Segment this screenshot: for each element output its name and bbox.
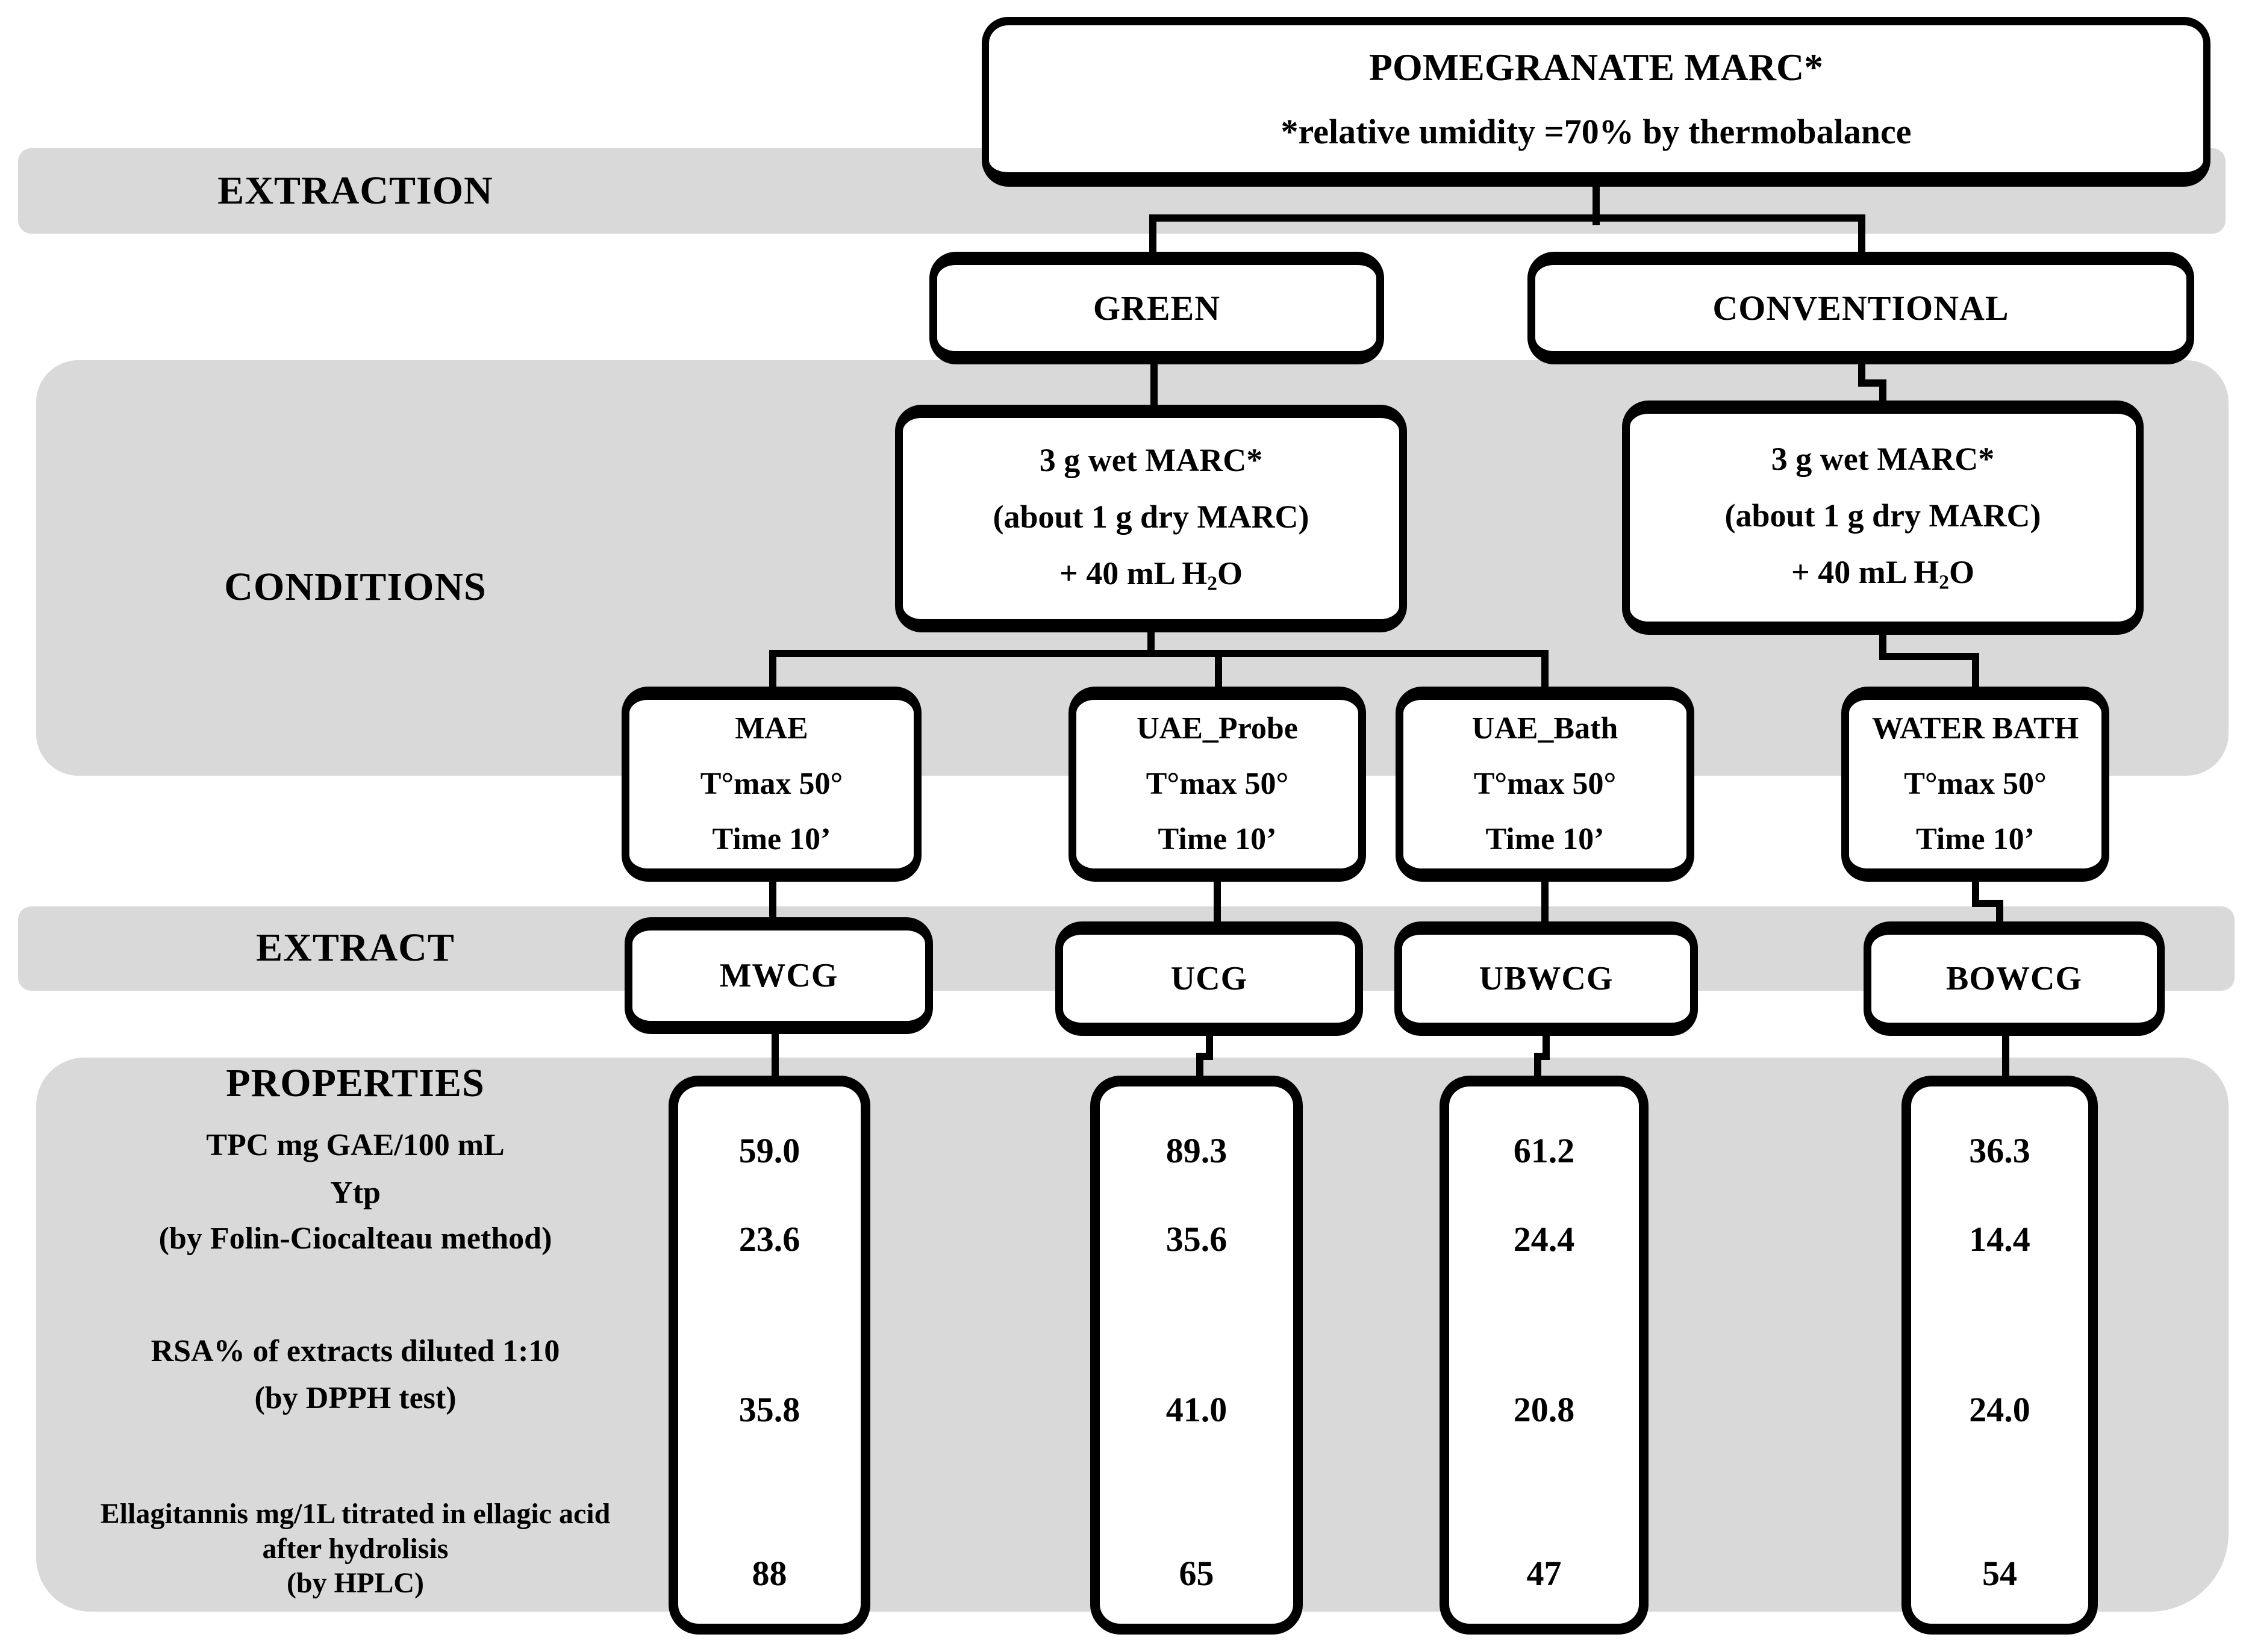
extract-mwcg-label: MWCG bbox=[719, 957, 838, 994]
condition-green-line1: 3 g wet MARC* bbox=[1039, 441, 1263, 478]
values-box-mwcg: 59.0 23.6 35.8 88 bbox=[669, 1076, 870, 1635]
method-uae-probe-time: Time 10’ bbox=[1158, 822, 1277, 856]
root-box-subtitle: *relative umidity =70% by thermobalance bbox=[1281, 112, 1912, 151]
method-water-bath-time: Time 10’ bbox=[1916, 822, 2035, 856]
method-uae-probe-name: UAE_Probe bbox=[1137, 711, 1298, 746]
property-label-tpc: TPC mg GAE/100 mL bbox=[206, 1128, 505, 1162]
value-ubwcg-rsa: 20.8 bbox=[1513, 1390, 1575, 1429]
values-box-ucg: 89.3 35.6 41.0 65 bbox=[1090, 1076, 1303, 1635]
section-label-extract: EXTRACT bbox=[256, 926, 455, 970]
value-bowcg-tpc: 36.3 bbox=[1969, 1131, 2030, 1170]
value-bowcg-rsa: 24.0 bbox=[1969, 1390, 2030, 1429]
extract-box-ubwcg: UBWCG bbox=[1394, 921, 1698, 1036]
method-box-uae-probe: UAE_Probe T°max 50° Time 10’ bbox=[1068, 687, 1366, 882]
method-mae-temp: T°max 50° bbox=[700, 767, 843, 801]
condition-conventional-line3: + 40 mL H2O bbox=[1791, 554, 1975, 594]
condition-box-conventional: 3 g wet MARC* (about 1 g dry MARC) + 40 … bbox=[1622, 401, 2144, 635]
method-mae-name: MAE bbox=[735, 711, 808, 746]
method-uae-bath-name: UAE_Bath bbox=[1471, 711, 1618, 746]
property-label-ytp: Ytp bbox=[330, 1176, 381, 1210]
value-ubwcg-ytp: 24.4 bbox=[1513, 1220, 1575, 1259]
method-uae-bath-temp: T°max 50° bbox=[1473, 767, 1617, 801]
extract-ubwcg-label: UBWCG bbox=[1479, 960, 1614, 997]
value-mwcg-rsa: 35.8 bbox=[738, 1390, 800, 1429]
section-label-extraction: EXTRACTION bbox=[217, 169, 493, 213]
property-label-ellagitannins-line1: Ellagitannis mg/1L titrated in ellagic a… bbox=[100, 1498, 611, 1530]
condition-green-line3: + 40 mL H2O bbox=[1059, 555, 1243, 594]
property-label-ellagitannins-line2: after hydrolisis bbox=[262, 1532, 449, 1565]
value-ubwcg-ellagitannins: 47 bbox=[1526, 1554, 1562, 1593]
section-label-conditions: CONDITIONS bbox=[224, 565, 487, 609]
branch-green-label: GREEN bbox=[1093, 288, 1221, 328]
value-ucg-ellagitannins: 65 bbox=[1179, 1554, 1214, 1593]
values-box-bowcg: 36.3 14.4 24.0 54 bbox=[1901, 1076, 2098, 1635]
property-label-rsa: RSA% of extracts diluted 1:10 bbox=[151, 1334, 560, 1368]
condition-conventional-line1: 3 g wet MARC* bbox=[1771, 441, 1995, 478]
method-uae-probe-temp: T°max 50° bbox=[1146, 767, 1289, 801]
root-box-title: POMEGRANATE MARC* bbox=[1368, 46, 1824, 89]
value-mwcg-ytp: 23.6 bbox=[738, 1220, 800, 1259]
property-label-folin: (by Folin-Ciocalteau method) bbox=[158, 1221, 552, 1256]
value-ucg-rsa: 41.0 bbox=[1165, 1390, 1228, 1429]
property-label-ellagitannins: Ellagitannis mg/1L titrated in ellagic a… bbox=[36, 1497, 675, 1601]
branch-box-conventional: CONVENTIONAL bbox=[1527, 252, 2194, 364]
root-box-pomegranate-marc: POMEGRANATE MARC* *relative umidity =70%… bbox=[982, 17, 2210, 187]
method-uae-bath-time: Time 10’ bbox=[1485, 822, 1605, 856]
extract-box-ucg: UCG bbox=[1055, 921, 1363, 1036]
method-box-mae: MAE T°max 50° Time 10’ bbox=[622, 687, 922, 882]
value-bowcg-ytp: 14.4 bbox=[1969, 1220, 2030, 1259]
value-mwcg-tpc: 59.0 bbox=[738, 1131, 800, 1170]
extract-box-mwcg: MWCG bbox=[625, 917, 933, 1034]
extract-box-bowcg: BOWCG bbox=[1864, 921, 2165, 1036]
value-ucg-tpc: 89.3 bbox=[1165, 1131, 1228, 1170]
extract-ucg-label: UCG bbox=[1170, 960, 1248, 997]
value-ucg-ytp: 35.6 bbox=[1165, 1220, 1228, 1259]
values-box-ubwcg: 61.2 24.4 20.8 47 bbox=[1440, 1076, 1649, 1635]
extract-bowcg-label: BOWCG bbox=[1946, 960, 2082, 997]
condition-conventional-line2: (about 1 g dry MARC) bbox=[1724, 497, 2041, 534]
method-mae-time: Time 10’ bbox=[712, 822, 831, 856]
method-box-water-bath: WATER BATH T°max 50° Time 10’ bbox=[1841, 687, 2109, 882]
method-water-bath-temp: T°max 50° bbox=[1904, 767, 2047, 801]
method-water-bath-name: WATER BATH bbox=[1871, 711, 2079, 746]
property-label-ellagitannins-line3: (by HPLC) bbox=[287, 1567, 424, 1600]
property-label-dpph: (by DPPH test) bbox=[254, 1381, 457, 1415]
branch-conventional-label: CONVENTIONAL bbox=[1712, 288, 2009, 328]
condition-box-green: 3 g wet MARC* (about 1 g dry MARC) + 40 … bbox=[895, 405, 1407, 632]
condition-green-line2: (about 1 g dry MARC) bbox=[993, 498, 1309, 535]
section-label-properties: PROPERTIES bbox=[226, 1061, 485, 1105]
branch-box-green: GREEN bbox=[929, 252, 1384, 364]
value-ubwcg-tpc: 61.2 bbox=[1513, 1131, 1575, 1170]
method-box-uae-bath: UAE_Bath T°max 50° Time 10’ bbox=[1396, 687, 1694, 882]
value-bowcg-ellagitannins: 54 bbox=[1982, 1554, 2017, 1593]
value-mwcg-ellagitannins: 88 bbox=[752, 1554, 787, 1593]
